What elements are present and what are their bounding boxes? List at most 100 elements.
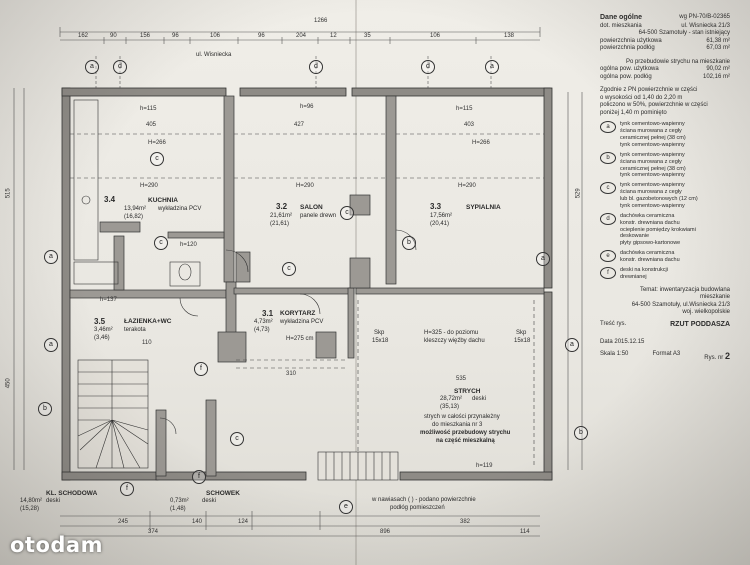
room-stairwell-area: 14,80m² <box>20 498 43 504</box>
attic-desc-4: na część mieszkalną <box>436 438 495 444</box>
axis-marker-d-top-left: d <box>113 60 127 74</box>
legend-section-line: ściana murowana z cegły <box>620 158 682 165</box>
axis-marker-c-kitchen-2: c <box>154 236 168 250</box>
room-salon-name: SALON <box>300 204 323 211</box>
bottom-dim-382: 382 <box>460 519 471 525</box>
top-dim-5: 106 <box>210 33 221 39</box>
legend-section-line: deskowanie <box>620 233 650 240</box>
axis-marker-f-bottom: f <box>192 470 206 484</box>
legend-section-key: c <box>600 182 616 195</box>
room-kitchen-area2: (16,82) <box>124 214 144 220</box>
legend-usable-label: powierzchnia użytkowa <box>600 37 662 44</box>
legend-attic-note: Po przebudowie strychu na mieszkanie <box>625 58 730 65</box>
legend-rule-1: Zgodnie z PN powierzchnie w części <box>600 87 698 94</box>
room-salon-area: 21,61m² <box>270 213 293 219</box>
roof-hatch <box>317 451 399 481</box>
axis-marker-c-kitchen: c <box>150 152 164 166</box>
legend-section-key: f <box>600 266 616 279</box>
attic-desc-3: możliwość przebudowy strychu <box>420 430 511 436</box>
dim-h290-kitchen: H=290 <box>140 183 158 189</box>
legend-section-key: d <box>600 212 616 225</box>
legend-section-line: lub bl. gazobetonowych (12 cm) <box>620 196 698 202</box>
legend-format-label: Format <box>652 350 672 357</box>
room-storage-area2: (1,48) <box>170 506 186 512</box>
legend-drawing-value: RZUT PODDASZA <box>670 320 730 328</box>
axis-marker-f-stair: f <box>194 362 208 376</box>
room-salon-number: 3.2 <box>276 202 288 211</box>
legend-footer-2: mieszkanie <box>699 294 730 301</box>
bottom-dim-140: 140 <box>192 519 203 525</box>
legend-section-line: ceramicznej pełnej (38 cm) <box>620 165 686 172</box>
top-dim-4: 96 <box>172 33 179 39</box>
legend-sheet-value: 2 <box>724 350 730 361</box>
legend-section-line: deski na konstrukcji <box>620 266 668 273</box>
dim-h266-left: H=266 <box>148 140 166 146</box>
axis-marker-b-right: b <box>574 426 588 440</box>
dim-h96: h=96 <box>300 104 314 110</box>
dim-h120: h=120 <box>180 242 197 248</box>
dim-405: 405 <box>146 122 157 128</box>
attic-stair-left: Skp <box>374 330 385 336</box>
axis-marker-a-left: a <box>44 250 58 264</box>
room-bathroom-area2: (3,46) <box>94 335 110 341</box>
legend-section-line: ściana murowana z cegły <box>620 128 682 135</box>
legend-section-line: płyty gipsowo-kartonowe <box>620 240 681 247</box>
legend-floor-value: 67,03 m² <box>706 45 730 52</box>
room-kitchen-number: 3.4 <box>104 195 116 204</box>
legend-scale-label: Skala <box>600 350 616 357</box>
top-dim-7: 204 <box>296 33 307 39</box>
room-corridor-number: 3.1 <box>262 309 274 318</box>
attic-height-note: H=325 - do poziomu <box>424 330 479 336</box>
corridor-height: H=275 cm <box>286 336 314 342</box>
dim-427: 427 <box>294 122 305 128</box>
room-corridor-name: KORYTARZ <box>280 310 316 317</box>
axis-marker-e-bottom: e <box>339 500 353 514</box>
attic-stair-right-size: 15x18 <box>514 338 531 344</box>
room-attic-area2: (35,13) <box>440 404 460 410</box>
bottom-dim-124: 124 <box>238 519 249 525</box>
room-bathroom-name: ŁAZIENKA+WC <box>124 318 172 325</box>
legend-drawing-label: Treść rys. <box>600 320 627 327</box>
dim-450: 450 <box>5 378 12 389</box>
room-salon-floor: panele drewn <box>300 213 337 219</box>
bottom-dim-374: 374 <box>148 529 159 535</box>
top-dim-8: 12 <box>330 33 337 39</box>
room-kitchen-name: KUCHNIA <box>148 197 178 204</box>
legend-footer-4: woj. wielkopolskie <box>682 309 730 316</box>
room-corridor-area2: (4,73) <box>254 327 270 333</box>
axis-marker-f-bottom-left: f <box>120 482 134 496</box>
axis-marker-d-top-mid: d <box>309 60 323 74</box>
legend-total-floor-value: 102,16 m² <box>702 73 730 80</box>
legend-section-line: tynk cementowo-wapienny <box>620 202 685 209</box>
top-dim-2: 90 <box>110 33 117 39</box>
attic-stair-right: Skp <box>516 330 527 336</box>
axis-marker-a-top-left: a <box>85 60 99 74</box>
bottom-dim-245: 245 <box>118 519 129 525</box>
legend-section-key: b <box>600 151 616 164</box>
dim-535: 535 <box>456 376 467 382</box>
room-corridor-floor: wykładzina PCV <box>280 319 324 325</box>
room-bedroom-name: SYPIALNIA <box>466 204 501 211</box>
room-bedroom-area2: (20,41) <box>430 221 450 227</box>
kitchen-fixtures <box>73 99 201 287</box>
dim-h290-salon: H=290 <box>296 183 314 189</box>
dim-529: 529 <box>575 188 582 199</box>
legend-section-line: tynk cementowo-wapienny <box>620 172 685 179</box>
room-stairwell-area2: (15,28) <box>20 506 40 512</box>
top-dim-6: 96 <box>258 33 265 39</box>
dim-h290-bedroom: H=290 <box>458 183 476 189</box>
bottom-note-1: w nawiasach ( ) - podano powierzchnie <box>372 497 476 503</box>
interior-walls <box>69 95 545 477</box>
legend-rule-2: o wysokości od 1,40 do 2,20 m <box>600 94 683 101</box>
top-dim-3: 156 <box>140 33 151 39</box>
axis-marker-a-right: a <box>536 252 550 266</box>
bottom-note-2: podłóg pomieszczeń <box>390 505 445 511</box>
top-dim-11: 138 <box>504 33 515 39</box>
axis-marker-a-right-2: a <box>565 338 579 352</box>
legend-title: Dane ogólne <box>600 14 643 21</box>
legend-format-value: A3 <box>672 350 681 357</box>
